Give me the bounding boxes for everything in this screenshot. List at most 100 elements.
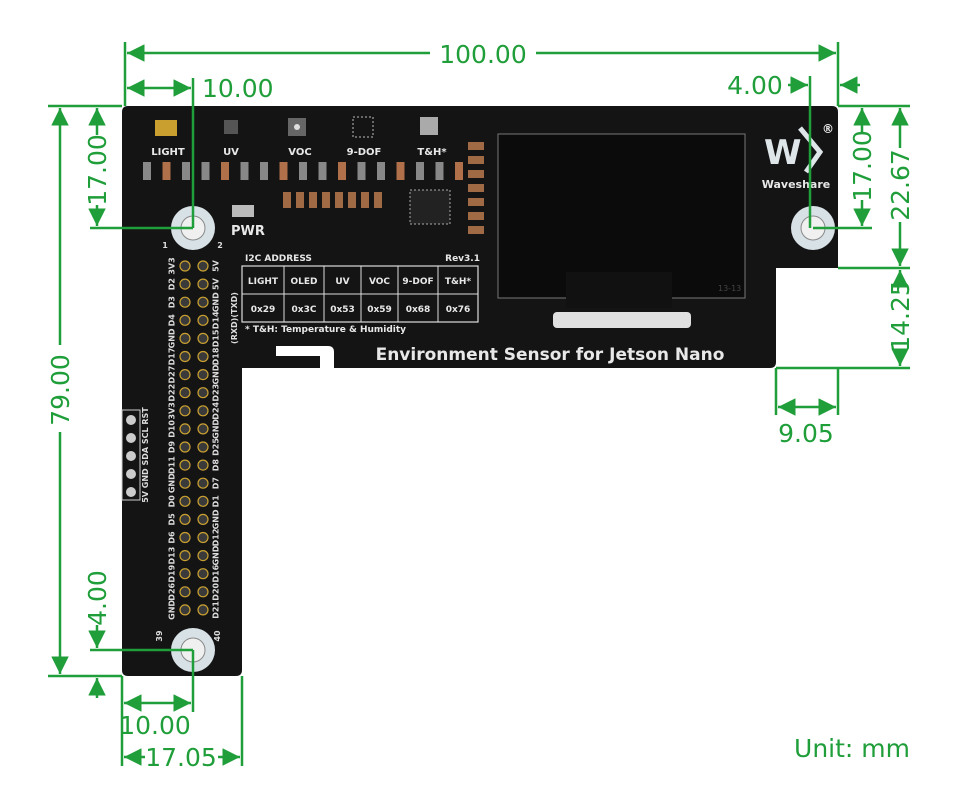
gpio-pin (179, 568, 191, 580)
smd-resistor (357, 162, 366, 180)
gpio-pin-label-right: D12 (212, 529, 221, 547)
gpio-pin (179, 369, 191, 381)
gpio-pin (179, 405, 191, 417)
gpio-pin-label-left: D19 (168, 564, 177, 582)
board-slot (276, 346, 334, 368)
sensor-label-9dof: 9-DOF (347, 147, 382, 158)
dim-total-width: 100.00 (439, 40, 526, 69)
gpio-pin-label-left: D9 (168, 440, 177, 453)
gpio-pin-label-left: GND (168, 600, 177, 620)
gpio-pin (197, 278, 209, 290)
gpio-pin (197, 586, 209, 598)
gpio-pin (197, 332, 209, 344)
waveshare-logo-icon: W (764, 133, 802, 173)
gpio-pin (197, 441, 209, 453)
i2c-value-cell: 0x68 (406, 305, 431, 315)
gpio-pin (197, 604, 209, 616)
smd-resistor (279, 162, 288, 180)
smd-resistor (260, 162, 268, 180)
smd-resistor (435, 162, 444, 180)
gpio-pin (179, 604, 191, 616)
gpio-pin (197, 405, 209, 417)
smd-resistor (335, 192, 343, 208)
gpio-pin-label-left: D11 (168, 456, 177, 474)
revision-label: Rev3.1 (445, 254, 480, 264)
gpio-pin-label-left: D22 (168, 384, 177, 402)
gpio-pin-label-left: GND (168, 473, 177, 493)
gpio-pin (179, 531, 191, 544)
gpio-pin-label-right: GND (212, 419, 221, 439)
smd-resistor (468, 212, 484, 220)
smd-resistor (468, 170, 484, 178)
gpio-pin-label-right: D21 (212, 601, 221, 619)
sensor-label-uv: UV (223, 147, 239, 158)
gpio-pin-label-right: D14 (212, 311, 221, 329)
gpio-pin (197, 459, 209, 471)
gpio-pin (197, 423, 209, 435)
pin-number-2: 2 (217, 241, 223, 250)
gpio-pin (197, 314, 209, 326)
gpio-pin-label-right: D20 (212, 582, 221, 600)
gpio-pin-label-left: D4 (168, 314, 177, 327)
smd-components (143, 142, 484, 234)
gpio-pin (197, 568, 209, 580)
smd-resistor (377, 162, 385, 180)
gpio-pin (179, 495, 191, 507)
gpio-pin (197, 549, 209, 562)
gpio-pin (197, 513, 209, 526)
gpio-pin (179, 296, 191, 308)
gpio-pin-label-right: D7 (212, 477, 221, 489)
gpio-pin (179, 586, 191, 598)
i2c-value-cell: 0x53 (330, 305, 355, 315)
dim-left-hole-y: 17.00 (83, 134, 112, 206)
board-title: Environment Sensor for Jetson Nano (376, 345, 725, 365)
smd-resistor (455, 162, 463, 180)
smd-resistor (309, 192, 317, 208)
smd-resistor (322, 192, 330, 208)
gpio-pin (179, 314, 191, 326)
pwr-label: PWR (231, 224, 265, 239)
sensor-label-voc: VOC (288, 147, 311, 158)
gpio-pin-label-right: GND (212, 509, 221, 529)
gpio-pin-label-right: GND (212, 292, 221, 312)
smd-resistor (162, 162, 171, 180)
pwr-led (232, 205, 254, 217)
gpio-pin-label-left: D13 (168, 547, 177, 565)
i2c-value-cell: 0x76 (446, 305, 471, 315)
gpio-pin (179, 350, 191, 363)
gpio-pin-label-left: 3V3 (168, 402, 177, 419)
gpio-pin-label-left: D2 (168, 278, 177, 290)
gpio-pin-label-left: D0 (168, 495, 177, 508)
footnote: * T&H: Temperature & Humidity (245, 325, 406, 335)
side-header-label: 5V GND SDA SCL RST (141, 407, 150, 503)
smd-resistor (468, 226, 484, 234)
gpio-pin (179, 332, 191, 344)
side-header (121, 409, 141, 501)
gpio-pin (179, 387, 191, 399)
dim-bottom-hole-offset: 4.00 (83, 570, 112, 626)
i2c-table: LIGHT0x29OLED0x3CUV0x53VOC0x599-DOF0x68T… (241, 265, 479, 323)
smd-resistor (299, 162, 307, 180)
i2c-header-cell: OLED (290, 277, 317, 287)
gpio-pin (197, 350, 209, 363)
gpio-pin-label-left: 3V3 (168, 257, 177, 274)
smd-resistor (283, 192, 291, 208)
gpio-pin-label-right: D24 (212, 401, 221, 419)
registered-mark: ® (822, 122, 834, 136)
i2c-table-title: I2C ADDRESS (245, 254, 312, 264)
dim-notch-width: 9.05 (778, 419, 834, 448)
smd-resistor (296, 192, 304, 208)
gpio-pin (179, 423, 191, 435)
gpio-pin (197, 477, 209, 489)
sensor-label-light: LIGHT (151, 147, 185, 158)
gpio-pin-label-right: D1 (212, 495, 221, 508)
smd-resistor (201, 162, 210, 180)
gpio-pin-label-right: D15 (212, 329, 221, 347)
gpio-pin (197, 387, 209, 399)
oled-marking: 13-13 (718, 284, 741, 293)
sensor-chips (155, 116, 438, 138)
pin-number-40: 40 (213, 630, 222, 642)
gpio-pin (179, 459, 191, 471)
i2c-value-cell: 0x3C (292, 305, 317, 315)
